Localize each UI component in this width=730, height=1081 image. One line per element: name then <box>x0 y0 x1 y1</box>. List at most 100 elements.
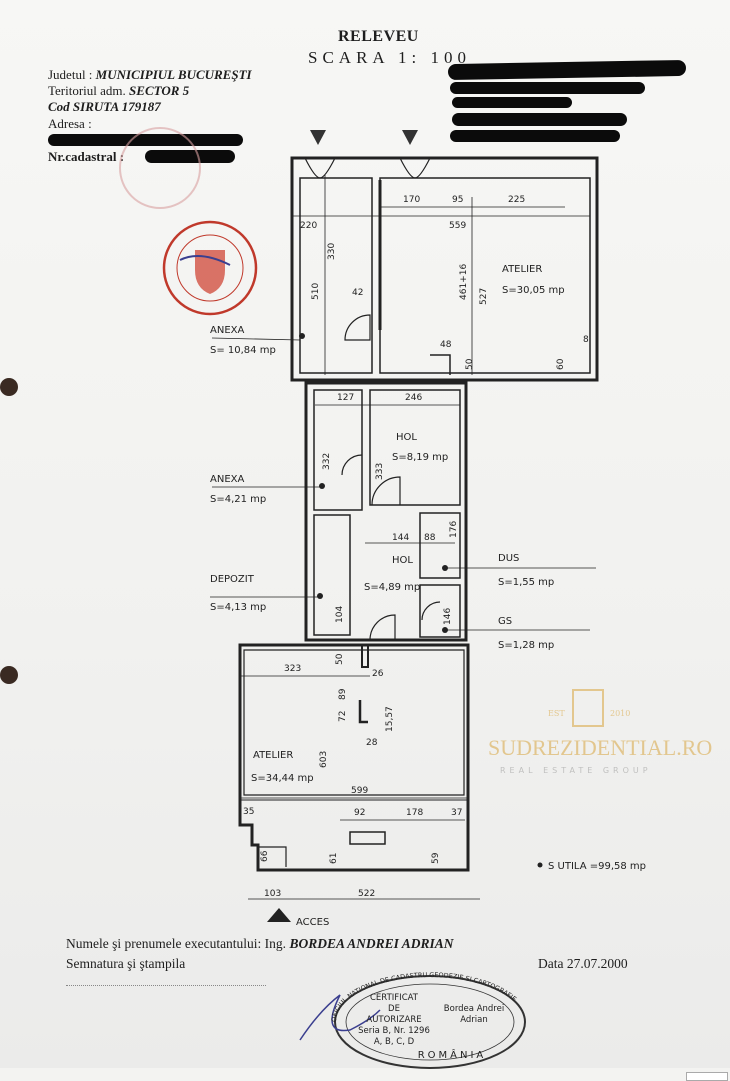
redaction-bar <box>145 150 235 163</box>
room-area: S=4,89 mp <box>364 582 420 593</box>
dim-label: 28 <box>366 738 378 748</box>
dim-label: 330 <box>327 243 337 260</box>
room-name: ATELIER <box>253 750 293 761</box>
dim-label: 461+16 <box>459 264 469 300</box>
room-area: S=4,21 mp <box>210 494 266 505</box>
executant-line: Numele şi prenumele executantului: Ing. … <box>66 936 454 952</box>
signature-label: Semnatura şi ştampila <box>66 956 186 971</box>
dim-label: 603 <box>319 751 329 768</box>
dim-label: 72 <box>338 711 348 722</box>
executant-label: Numele şi prenumele executantului: Ing. <box>66 936 287 951</box>
punch-hole <box>0 378 18 396</box>
scale-label: SCARA 1: 100 <box>308 48 471 67</box>
stamp-line: DE <box>388 1004 400 1014</box>
stamp-line: Adrian <box>460 1015 488 1025</box>
dim-label: 144 <box>392 533 409 543</box>
punch-hole <box>0 666 18 684</box>
siruta-code: Cod SIRUTA 179187 <box>48 99 161 114</box>
faint-stamp <box>119 127 201 209</box>
watermark-logo-icon <box>572 689 604 727</box>
room-area: S= 10,84 mp <box>210 345 276 356</box>
room-name: DUS <box>498 553 519 564</box>
entrance-arrow-icon <box>310 130 326 145</box>
dim-label: 559 <box>449 221 466 231</box>
dim-label: 323 <box>284 664 301 674</box>
judet-line: Judetul : MUNICIPIUL BUCUREŞTI <box>48 67 252 83</box>
room-name: ANEXA <box>210 474 244 485</box>
stamp-line: A, B, C, D <box>374 1037 415 1047</box>
stamp-line: AUTORIZARE <box>366 1015 421 1025</box>
document-title: RELEVEU <box>338 28 419 45</box>
entrance-arrow-icon <box>402 130 418 145</box>
redaction-bar <box>452 97 572 108</box>
dim-label: 35 <box>243 807 254 817</box>
dim-label: 61 <box>329 853 339 864</box>
redaction-bar <box>452 113 627 126</box>
room-area: S=1,55 mp <box>498 577 554 588</box>
dim-label: 333 <box>375 463 385 480</box>
executant-name: BORDEA ANDREI ADRIAN <box>289 936 454 951</box>
stamp-country: ROMÂNIA <box>418 1048 487 1061</box>
dim-label: 246 <box>405 393 422 403</box>
room-area: S=34,44 mp <box>251 773 314 784</box>
dim-label: 8 <box>583 335 589 345</box>
dim-label: 103 <box>264 889 281 899</box>
dim-label: 50 <box>465 358 475 370</box>
watermark-tagline: REAL ESTATE GROUP <box>500 766 652 775</box>
dimension-labels: 170 95 225 220 559 330 510 461+16 527 42… <box>243 195 589 899</box>
dim-label: 88 <box>424 533 436 543</box>
room-name: GS <box>498 616 512 627</box>
dim-label: 332 <box>322 453 332 470</box>
stamp-line: Bordea Andrei <box>444 1004 504 1014</box>
dim-label: 104 <box>335 606 345 623</box>
dim-label: 510 <box>311 283 321 300</box>
signature-line <box>66 985 266 986</box>
dim-label: 59 <box>431 852 441 864</box>
stamp-line: CERTIFICAT <box>370 993 419 1003</box>
room-area: S=4,13 mp <box>210 602 266 613</box>
dim-label: 95 <box>452 195 463 205</box>
adresa-label: Adresa : <box>48 116 92 131</box>
judet-value: MUNICIPIUL BUCUREŞTI <box>95 67 252 82</box>
dimension-lines <box>210 175 596 900</box>
dim-label: 146 <box>443 608 453 625</box>
dim-label: 127 <box>337 393 354 403</box>
room-name: ATELIER <box>502 264 542 275</box>
watermark-est: EST <box>548 709 565 718</box>
dim-label: 225 <box>508 195 525 205</box>
room-area: S=1,28 mp <box>498 640 554 651</box>
room-area: S=8,19 mp <box>392 452 448 463</box>
stamp-line: Seria B, Nr. 1296 <box>358 1026 430 1036</box>
cadastre-stamp-red <box>162 220 258 316</box>
access-label: ACCES <box>296 917 329 928</box>
redaction-bar <box>450 82 645 94</box>
watermark-year: 2010 <box>610 709 630 718</box>
dim-label: 89 <box>338 688 348 700</box>
teritoriu-line: Teritoriul adm. SECTOR 5 <box>48 83 190 99</box>
room-area: S=30,05 mp <box>502 285 565 296</box>
total-usable-area: S UTILA =99,58 mp <box>548 861 646 872</box>
redaction-bar <box>48 134 243 146</box>
dim-label: 527 <box>479 288 489 305</box>
redaction-bar <box>450 130 620 142</box>
dim-label: 176 <box>449 521 459 538</box>
watermark-brand: SUDREZIDENTIAL.RO <box>488 735 712 760</box>
teritoriu-value: SECTOR 5 <box>129 83 190 98</box>
dim-label: 170 <box>403 195 420 205</box>
room-name: HOL <box>392 555 413 566</box>
dim-label: 60 <box>556 358 566 370</box>
dim-label: 220 <box>300 221 317 231</box>
dim-label: 37 <box>451 808 462 818</box>
dim-label: 15,57 <box>385 706 395 732</box>
dim-label: 26 <box>372 669 384 679</box>
room-name: HOL <box>396 432 417 443</box>
svg-text:OFICIUL NATIONAL DE CADASTRU G: OFICIUL NATIONAL DE CADASTRU GEODEZIE SI… <box>330 971 518 1022</box>
dim-label: 599 <box>351 786 368 796</box>
dim-label: 42 <box>352 288 363 298</box>
room-name: DEPOZIT <box>210 574 255 585</box>
judet-label: Judetul : <box>48 67 93 82</box>
room-name: ANEXA <box>210 325 244 336</box>
access-arrow-icon <box>267 908 291 922</box>
